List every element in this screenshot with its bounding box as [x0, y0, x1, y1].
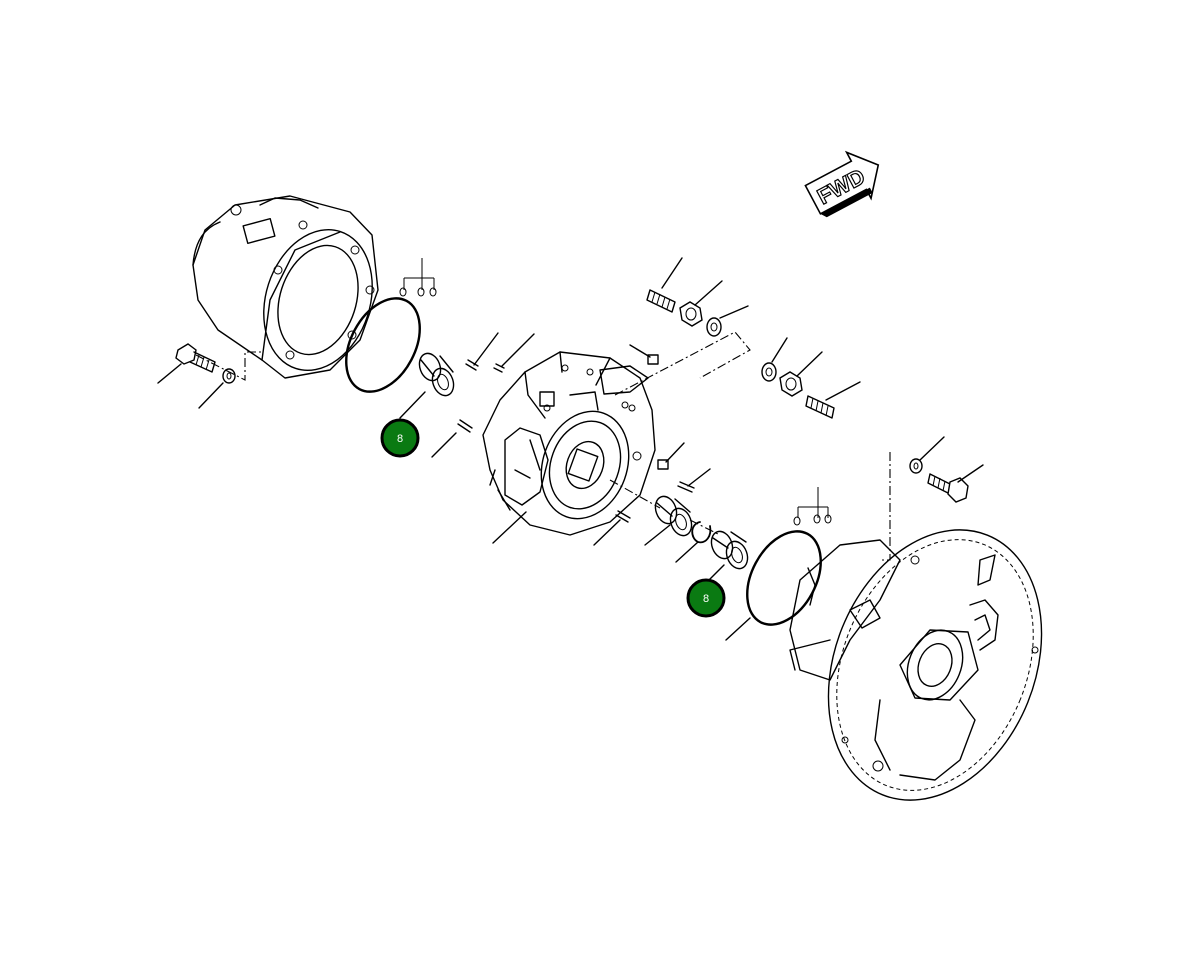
lower-fitting-stud — [805, 381, 861, 419]
lower-fitting-washer — [761, 337, 788, 382]
center-dowel-right — [677, 468, 711, 493]
right-bolt — [927, 464, 984, 503]
small-o-rings-left — [399, 258, 437, 297]
right-o-ring — [746, 530, 822, 626]
right-flywheel-housing — [789, 529, 1043, 801]
center-valve-block — [482, 351, 656, 536]
snap-ring — [675, 521, 712, 563]
valve-plug-top — [629, 344, 659, 365]
right-bearing — [710, 530, 749, 570]
right-washer — [909, 436, 945, 474]
dowel-pins-top — [465, 332, 535, 373]
right-bolt-axis — [880, 452, 891, 561]
lower-fitting-nut — [779, 351, 823, 397]
small-o-rings-right — [793, 487, 832, 526]
left-bearing — [418, 352, 455, 397]
upper-fitting-nut — [679, 280, 723, 327]
callout-label: 8 — [397, 433, 403, 445]
center-bearing — [654, 495, 693, 537]
left-dowel-pin — [431, 419, 473, 458]
left-bolt-axis — [195, 351, 262, 381]
callout-bearing-right[interactable]: 8 — [686, 578, 726, 618]
left-washer — [198, 368, 236, 409]
left-o-ring — [345, 297, 421, 393]
fwd-direction-arrow: FWD — [804, 150, 880, 218]
upper-fitting-washer — [706, 305, 749, 337]
left-bolt — [157, 343, 216, 384]
center-plug — [657, 442, 685, 470]
callout-label: 8 — [703, 593, 709, 605]
center-dowel-bottom — [593, 510, 631, 546]
fitting-axis — [614, 331, 751, 396]
shaft-axis — [609, 479, 721, 536]
left-pump-housing — [192, 195, 379, 379]
upper-fitting-stud — [646, 257, 683, 313]
callout-bearing-left[interactable]: 8 — [380, 418, 420, 458]
